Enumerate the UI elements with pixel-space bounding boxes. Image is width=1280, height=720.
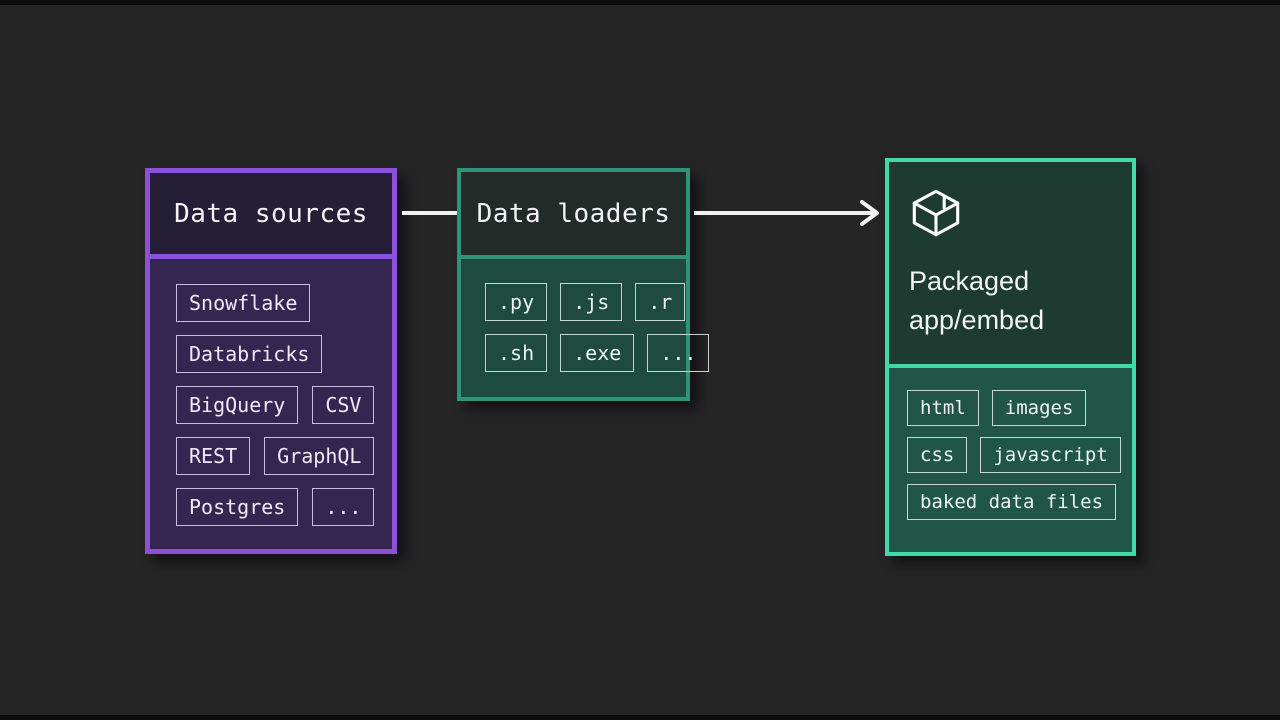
- node-data-loaders: Data loaders .py .js .r .sh .exe ...: [457, 168, 710, 401]
- chip-row: Snowflake: [176, 284, 366, 322]
- chip-exe: .exe: [560, 334, 635, 372]
- chip-snowflake: Snowflake: [176, 284, 311, 322]
- chip-row: BigQuery CSV: [176, 386, 375, 424]
- chip-graphql: GraphQL: [264, 437, 375, 475]
- chip-js: .js: [560, 283, 623, 321]
- chip-images: images: [991, 390, 1087, 426]
- chip-ellipsis: ...: [647, 334, 710, 372]
- chip-javascript: javascript: [980, 437, 1121, 473]
- chip-row: html images: [907, 390, 1114, 426]
- chip-databricks: Databricks: [176, 335, 323, 373]
- chip-csv: CSV: [312, 386, 375, 424]
- chip-ellipsis: ...: [312, 488, 375, 526]
- chip-row: REST GraphQL: [176, 437, 375, 475]
- chip-row: baked data files: [907, 484, 1117, 520]
- chip-sh: .sh: [485, 334, 548, 372]
- chip-bigquery: BigQuery: [176, 386, 299, 424]
- chip-baked-data-files: baked data files: [907, 484, 1117, 520]
- chip-postgres: Postgres: [176, 488, 299, 526]
- chip-row: css javascript: [907, 437, 1121, 473]
- chip-row: .sh .exe ...: [485, 334, 710, 372]
- packaged-body: html images css javascript baked data fi…: [889, 368, 1132, 542]
- packaged-title: Packaged app/embed: [909, 262, 1044, 340]
- chip-row: Databricks: [176, 335, 366, 373]
- connector-sources-to-loaders: [402, 211, 458, 215]
- data-loaders-title: Data loaders: [476, 198, 671, 229]
- chip-row: Postgres ...: [176, 488, 375, 526]
- node-packaged-app-embed: Packaged app/embed html images css javas…: [885, 158, 1136, 556]
- packaged-header: Packaged app/embed: [889, 162, 1132, 368]
- data-loaders-body: .py .js .r .sh .exe ...: [461, 259, 710, 396]
- chip-rest: REST: [176, 437, 251, 475]
- chip-css: css: [907, 437, 968, 473]
- data-sources-body: Snowflake Databricks BigQuery CSV REST G…: [150, 259, 392, 551]
- letterbox-bottom: [0, 715, 1280, 720]
- chip-py: .py: [485, 283, 548, 321]
- chip-row: .py .js .r: [485, 283, 686, 321]
- data-sources-header: Data sources: [150, 173, 392, 259]
- packaged-title-line1: Packaged: [909, 266, 1030, 296]
- connector-loaders-to-packaged: [694, 200, 879, 226]
- packaged-title-line2: app/embed: [909, 305, 1045, 335]
- node-data-sources: Data sources Snowflake Databricks BigQue…: [145, 168, 397, 554]
- data-sources-title: Data sources: [174, 198, 368, 229]
- chip-r: .r: [635, 283, 686, 321]
- data-loaders-header: Data loaders: [461, 172, 686, 259]
- chip-html: html: [907, 390, 979, 426]
- package-icon: [909, 186, 963, 240]
- letterbox-top: [0, 0, 1280, 5]
